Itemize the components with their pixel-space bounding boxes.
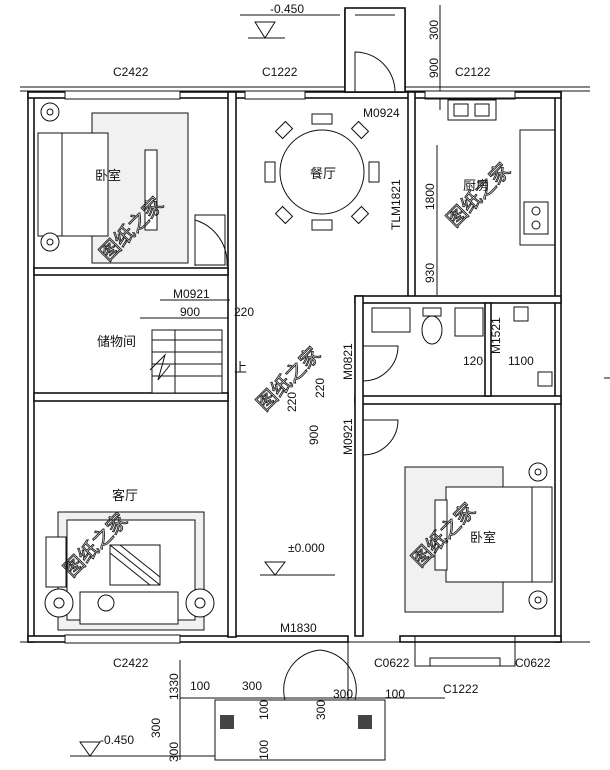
window-label-ne: C2122 <box>455 65 491 79</box>
kitchen-counter <box>414 97 556 296</box>
dim-mid-220a: 220 <box>313 378 327 398</box>
door-label-storage: M0921 <box>173 287 210 301</box>
window-label-s-left: C0622 <box>374 656 410 670</box>
window-label-s-mid: C1222 <box>443 682 479 696</box>
dim-bot-100-l: 100 <box>190 679 210 693</box>
north-windows <box>64 90 516 667</box>
labels: -0.450 C2422 C1222 C2122 M0924 M0921 900… <box>95 2 551 747</box>
dining-table <box>264 113 380 231</box>
bedroom-se-furniture <box>362 419 553 613</box>
rear-entry <box>240 7 406 93</box>
dim-bath-120: 120 <box>463 354 483 368</box>
window-label-s-right: C0622 <box>515 656 551 670</box>
column-left <box>220 715 234 729</box>
door-label-bath-a: M0821 <box>341 343 355 380</box>
dim-bot-300-r2: 300 <box>314 700 328 720</box>
dim-bot-100-b: 100 <box>257 740 271 760</box>
dim-bot-100-r: 100 <box>385 687 405 701</box>
window-sw <box>64 634 181 644</box>
dim-top-300: 300 <box>427 20 441 40</box>
column-right <box>358 715 372 729</box>
dim-top-900: 900 <box>427 58 441 78</box>
room-storage: 储物间 <box>97 335 136 350</box>
window-s-mid <box>429 657 501 667</box>
bedroom-nw-furniture <box>37 102 228 267</box>
door-label-kitchen: TLM1821 <box>389 179 403 230</box>
dim-bot-300-l: 300 <box>242 679 262 693</box>
door-label-main: M1830 <box>280 621 317 635</box>
elev-bottom: -0.450 <box>100 733 134 747</box>
window-label-n-mid: C1222 <box>262 65 298 79</box>
vertical-labels: 300 900 1800 930 TLM1821 M0821 M1521 M09… <box>149 20 503 762</box>
stair-up-label: 上 <box>234 361 247 376</box>
dim-kitchen-930: 930 <box>423 263 437 283</box>
watermark-2: 图纸之家 <box>442 158 516 232</box>
dim-bot-1330: 1330 <box>167 673 181 700</box>
dim-bot-300-v: 300 <box>149 718 163 738</box>
bathroom-fixtures <box>362 306 553 387</box>
dim-bot-300-v2: 300 <box>167 742 181 762</box>
dim-kitchen-1800: 1800 <box>423 183 437 210</box>
room-bedroom-se: 卧室 <box>470 530 496 546</box>
dim-bot-100-a: 100 <box>257 700 271 720</box>
window-n-mid <box>244 90 306 100</box>
living-room-furniture <box>44 511 215 631</box>
room-living: 客厅 <box>112 488 138 504</box>
dim-bot-300-r: 300 <box>333 687 353 701</box>
window-nw <box>64 90 181 100</box>
window-label-sw: C2422 <box>113 656 149 670</box>
room-kitchen: 厨房 <box>463 178 489 194</box>
dining-chairs <box>264 113 380 231</box>
room-dining: 餐厅 <box>310 166 336 182</box>
elev-floor: ±0.000 <box>288 541 325 555</box>
room-bedroom-nw: 卧室 <box>95 168 121 184</box>
elev-top: -0.450 <box>270 2 304 16</box>
dim-storage-220: 220 <box>234 305 254 319</box>
main-entrance <box>70 561 386 761</box>
window-ne <box>424 90 516 100</box>
door-label-entry: M0924 <box>363 106 400 120</box>
door-label-bath-b: M1521 <box>489 317 503 354</box>
dim-mid-900: 900 <box>307 425 321 445</box>
dim-storage-900: 900 <box>180 305 200 319</box>
window-label-nw: C2422 <box>113 65 149 79</box>
dim-mid-220b: 220 <box>285 392 299 412</box>
storage-stair <box>140 299 230 394</box>
door-label-bedroom-se: M0921 <box>341 418 355 455</box>
dim-bath-1100: 1100 <box>508 354 534 368</box>
